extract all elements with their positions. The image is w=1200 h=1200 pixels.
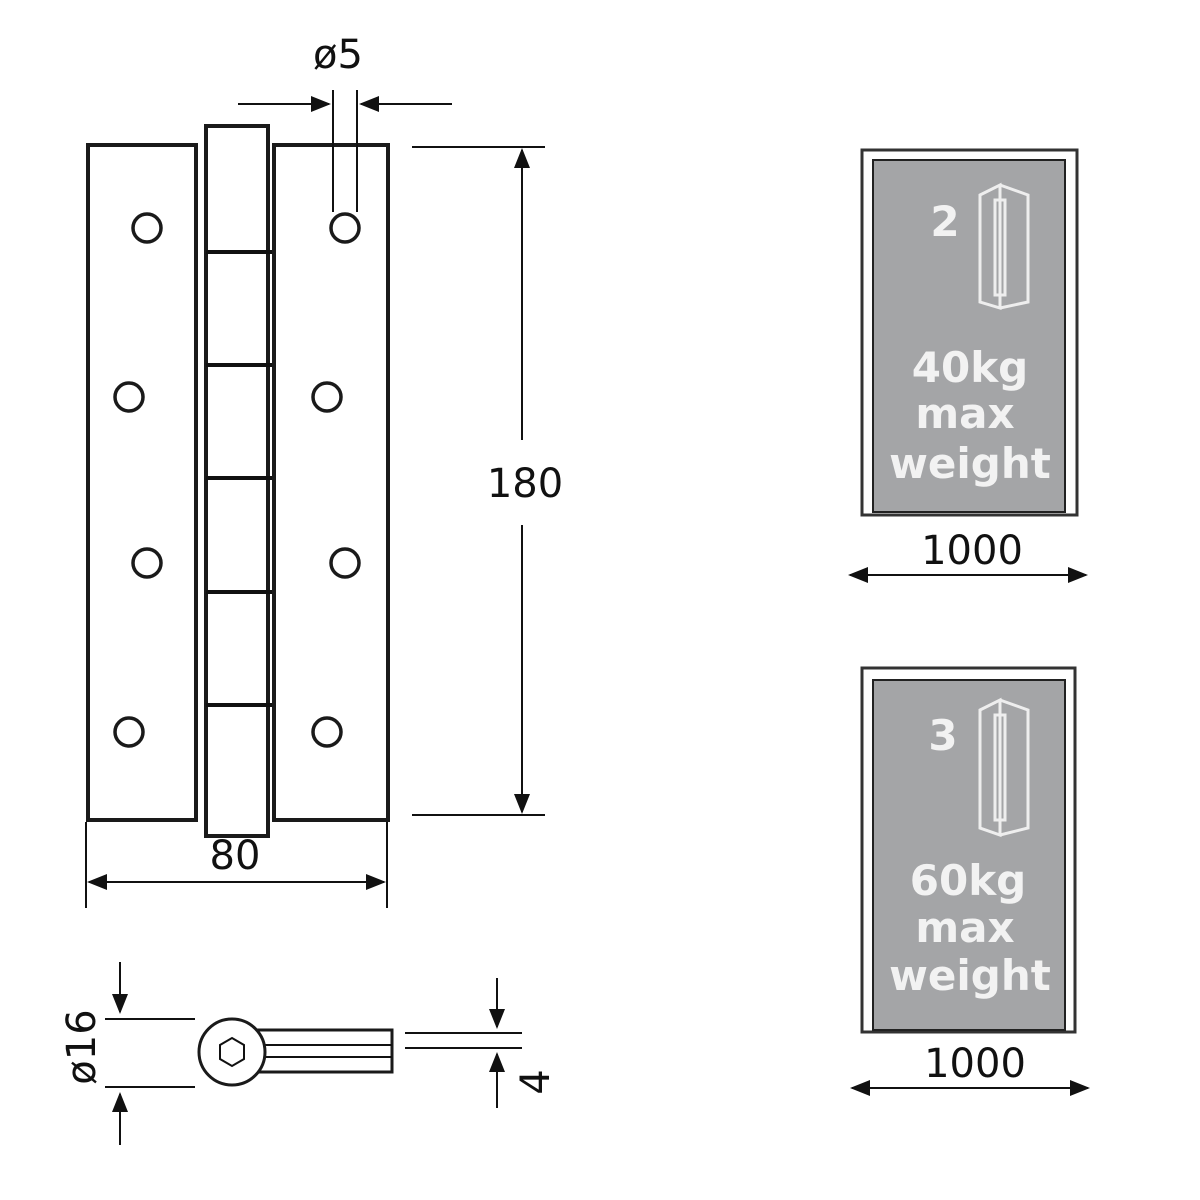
door-panel-3-hinges: 3 60kg max weight 1000 [850, 666, 1090, 1096]
hinge-front-view [86, 124, 390, 838]
width-dimension: 80 [85, 822, 388, 908]
right-leaf [272, 143, 390, 822]
hex-socket [219, 1036, 245, 1068]
max-label: max [915, 389, 1014, 438]
left-leaf [86, 143, 198, 822]
hinge-count: 3 [928, 711, 957, 760]
door-width-label: 1000 [921, 528, 1023, 574]
weight-value: 40kg [912, 343, 1028, 392]
max-label: max [915, 903, 1014, 952]
weight-label: weight [889, 439, 1051, 488]
hinge-count: 2 [930, 197, 959, 246]
hinge-icon [978, 697, 1030, 838]
pin-diameter-label: ø5 [313, 32, 363, 78]
height-label: 180 [487, 461, 563, 507]
knuckle [204, 124, 270, 838]
weight-value: 60kg [910, 856, 1026, 905]
hinge-icon [978, 182, 1030, 311]
screw-holes [113, 212, 361, 748]
knuckle-diameter-label: ø16 [59, 1009, 105, 1084]
width-label: 80 [210, 833, 261, 879]
pin-diameter-dimension: ø5 [238, 32, 452, 212]
door-width-label: 1000 [924, 1041, 1026, 1087]
knuckle-segments [206, 250, 272, 707]
hinge-top-view: ø16 4 [59, 962, 559, 1145]
leaf-thickness-label: 4 [513, 1069, 559, 1094]
height-dimension: 180 [412, 146, 563, 816]
door-panel-2-hinges: 2 40kg max weight 1000 [848, 148, 1088, 583]
weight-label: weight [889, 951, 1051, 1000]
